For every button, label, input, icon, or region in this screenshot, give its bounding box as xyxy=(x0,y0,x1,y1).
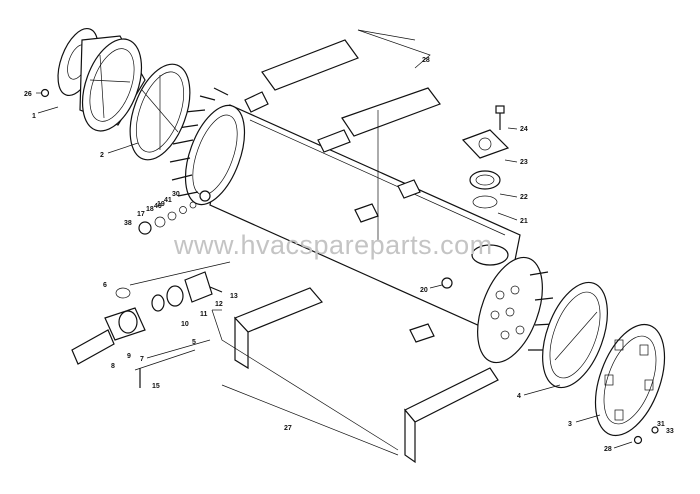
callout-11: 11 xyxy=(200,311,208,318)
inlet-nozzle-assembly xyxy=(71,271,223,388)
callout-18: 18 xyxy=(146,206,154,213)
callout-13: 13 xyxy=(230,293,238,300)
callout-2: 2 xyxy=(100,152,104,159)
callout-26: 26 xyxy=(24,91,32,98)
callout-28-bottom: 28 xyxy=(604,446,612,453)
gasket-left xyxy=(129,63,191,161)
callout-22: 22 xyxy=(520,194,528,201)
callout-labels: 1 2 3 4 5 6 7 8 9 10 11 12 13 15 17 18 1… xyxy=(24,57,674,453)
callout-21: 21 xyxy=(520,218,528,225)
callout-41: 41 xyxy=(164,197,172,204)
callout-6: 6 xyxy=(103,282,107,289)
callout-33: 33 xyxy=(666,428,674,435)
tube-sheet-bolts-left xyxy=(169,87,229,197)
callout-28-top: 28 xyxy=(422,57,430,64)
callout-4: 4 xyxy=(517,393,521,400)
callout-7: 7 xyxy=(140,356,144,363)
valve-assembly xyxy=(461,105,510,266)
callout-30: 30 xyxy=(172,191,180,198)
callout-9: 9 xyxy=(127,353,131,360)
watermark: www.hvacspareparts.com xyxy=(173,230,493,260)
callout-38: 38 xyxy=(124,220,132,227)
callout-1: 1 xyxy=(32,113,36,120)
callout-17: 17 xyxy=(137,211,145,218)
callout-5: 5 xyxy=(192,339,196,346)
callout-8: 8 xyxy=(111,363,115,370)
support-brackets-top xyxy=(244,39,441,223)
callout-31: 31 xyxy=(657,421,665,428)
callout-12: 12 xyxy=(215,301,223,308)
callout-23: 23 xyxy=(520,159,528,166)
water-box-left xyxy=(57,28,146,132)
callout-20: 20 xyxy=(420,287,428,294)
support-brackets-bottom xyxy=(233,287,499,464)
callout-24: 24 xyxy=(520,126,528,133)
callout-19: 19 xyxy=(157,201,165,208)
callout-15: 15 xyxy=(152,383,160,390)
leader-lines xyxy=(36,29,633,456)
callout-10: 10 xyxy=(181,321,189,328)
shell-body xyxy=(184,104,521,336)
gasket-right xyxy=(542,281,608,389)
callout-3: 3 xyxy=(568,421,572,428)
small-hardware xyxy=(40,88,659,445)
water-box-right xyxy=(594,323,666,437)
callout-40: 40 xyxy=(154,203,162,210)
callout-27: 27 xyxy=(284,425,292,432)
